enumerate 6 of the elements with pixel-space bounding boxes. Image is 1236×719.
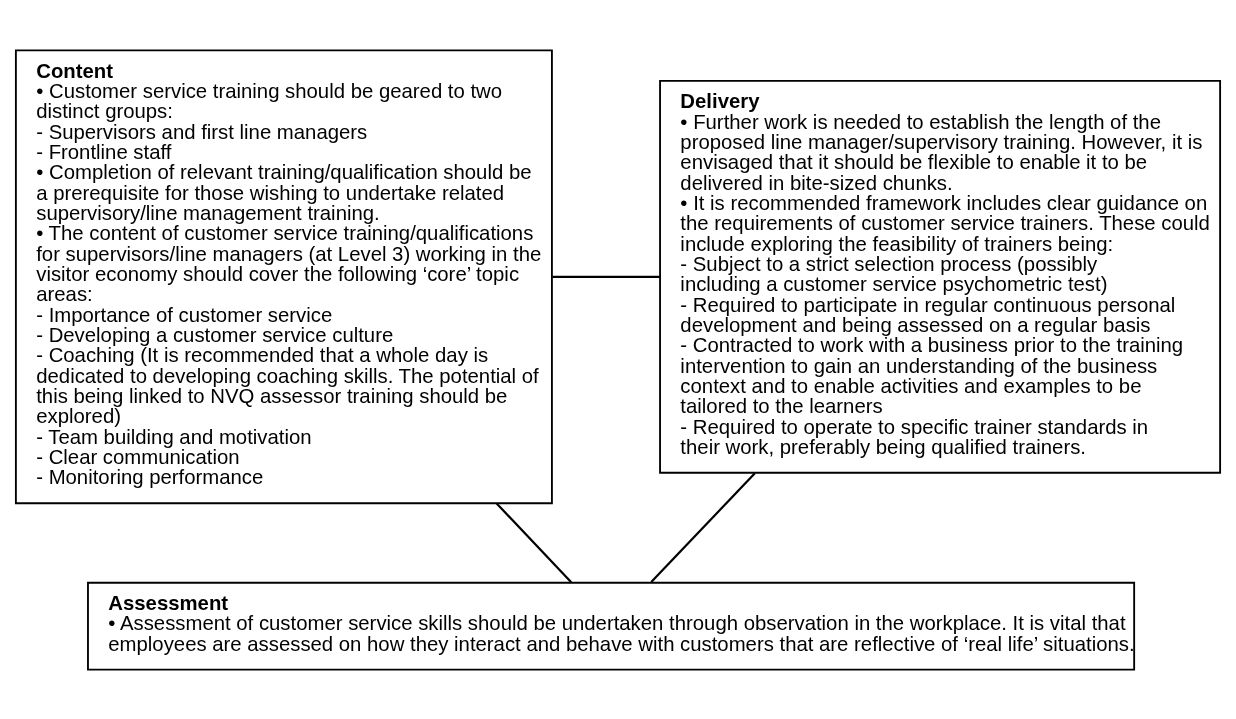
node-box: Content • Customer service training should be geared to two distinct groups: - Supervisors and first line managers - Frontline staff • Completion of relevant training/qualification should be a prerequisite for those wishing to undertake related supervisory/line management training. • The content of customer service training/qualifications for supervisors/line managers (at Level 3) working in the visitor economy should cover the following ‘core’ topic areas: - Importance of customer service - Developing a customer service culture - Coaching (It is recommended that a whole day is dedicated to developing coaching skills. The potential of this being linked to NVQ assessor training should be explored) - Team building and motivation - Clear communication - Monitoring performance [14, 48, 553, 504]
node-box: Delivery • Further work is needed to establish the length of the proposed line manager/supervisory training. However, it is envisaged that it should be flexible to enable it to be delivered in bite-sized chunks. • It is recommended framework includes clear guidance on the requirements of customer service trainers. These could include exploring the feasibility of trainers being: - Subject to a strict selection process (possibly including a customer service psychometric test) - Required to participate in regular continuous personal development and being assessed on a regular basis - Contracted to work with a business prior to the training intervention to gain an understanding of the business context and to enable activities and examples to be tailored to the learners - Required to operate to specific trainer standards in their work, preferably being qualified trainers. [659, 79, 1222, 474]
connector [650, 471, 756, 583]
connector [495, 502, 573, 583]
node-box: Assessment • Assessment of customer service skills should be undertaken through observation in the workplace. It is vital that employees are assessed on how they interact and behave with customers that are reflective of ‘real life’ situations. [87, 581, 1136, 671]
connector [552, 275, 660, 278]
